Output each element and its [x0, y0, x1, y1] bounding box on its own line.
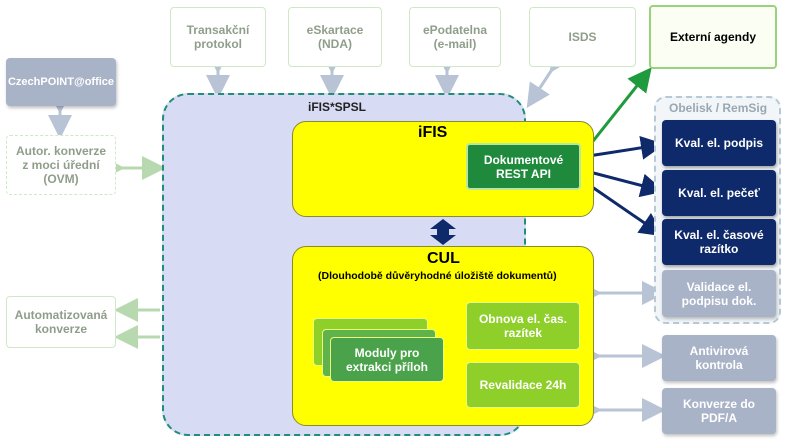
arrow-isds: [526, 46, 573, 109]
razitko-box: Kval. el. časové razítko: [662, 219, 776, 265]
podpis-box: Kval. el. podpis: [662, 120, 776, 166]
transakcni-protokol-box: Transakční protokol: [170, 7, 266, 67]
konverze-pdfa-box: Konverze do PDF/A: [662, 388, 776, 434]
automatizovana-konverze-box: Automatizovaná konverze: [6, 296, 116, 348]
ifis-title: iFIS: [418, 124, 448, 141]
rest-api-box: Dokumentové REST API: [466, 143, 581, 190]
validace-box: Validace el. podpisu dok.: [662, 270, 776, 317]
pecet-box: Kval. el. pečeť: [662, 170, 776, 216]
czechpoint-box: CzechPOINT@office: [6, 58, 116, 106]
isds-box: ISDS: [529, 7, 636, 67]
arrow-razitko: [560, 159, 664, 237]
obelisk-label: Obelisk / RemSig: [669, 101, 768, 115]
eskartace-box: eSkartace (NDA): [288, 7, 382, 67]
autor-konverze-box: Autor. konverze z moci úřední (OVM): [6, 135, 116, 195]
revalidace-box: Revalidace 24h: [466, 362, 580, 408]
cul-title: CUL: [427, 250, 460, 267]
ifis-cul-arrow: [430, 219, 456, 245]
ifis-spsl-label: iFIS*SPSL: [308, 100, 367, 114]
externi-agendy-box: Externí agendy: [649, 5, 777, 69]
epodatelna-box: ePodatelna (e-mail): [409, 7, 501, 67]
moduly-box: Moduly pro extrakci příloh: [330, 337, 444, 382]
obnova-box: Obnova el. čas. razítek: [466, 302, 580, 350]
antivir-box: Antivirová kontrola: [662, 335, 776, 381]
cul-subtitle: (Dlouhodobě důvěryhodné úložiště dokumen…: [318, 270, 557, 282]
